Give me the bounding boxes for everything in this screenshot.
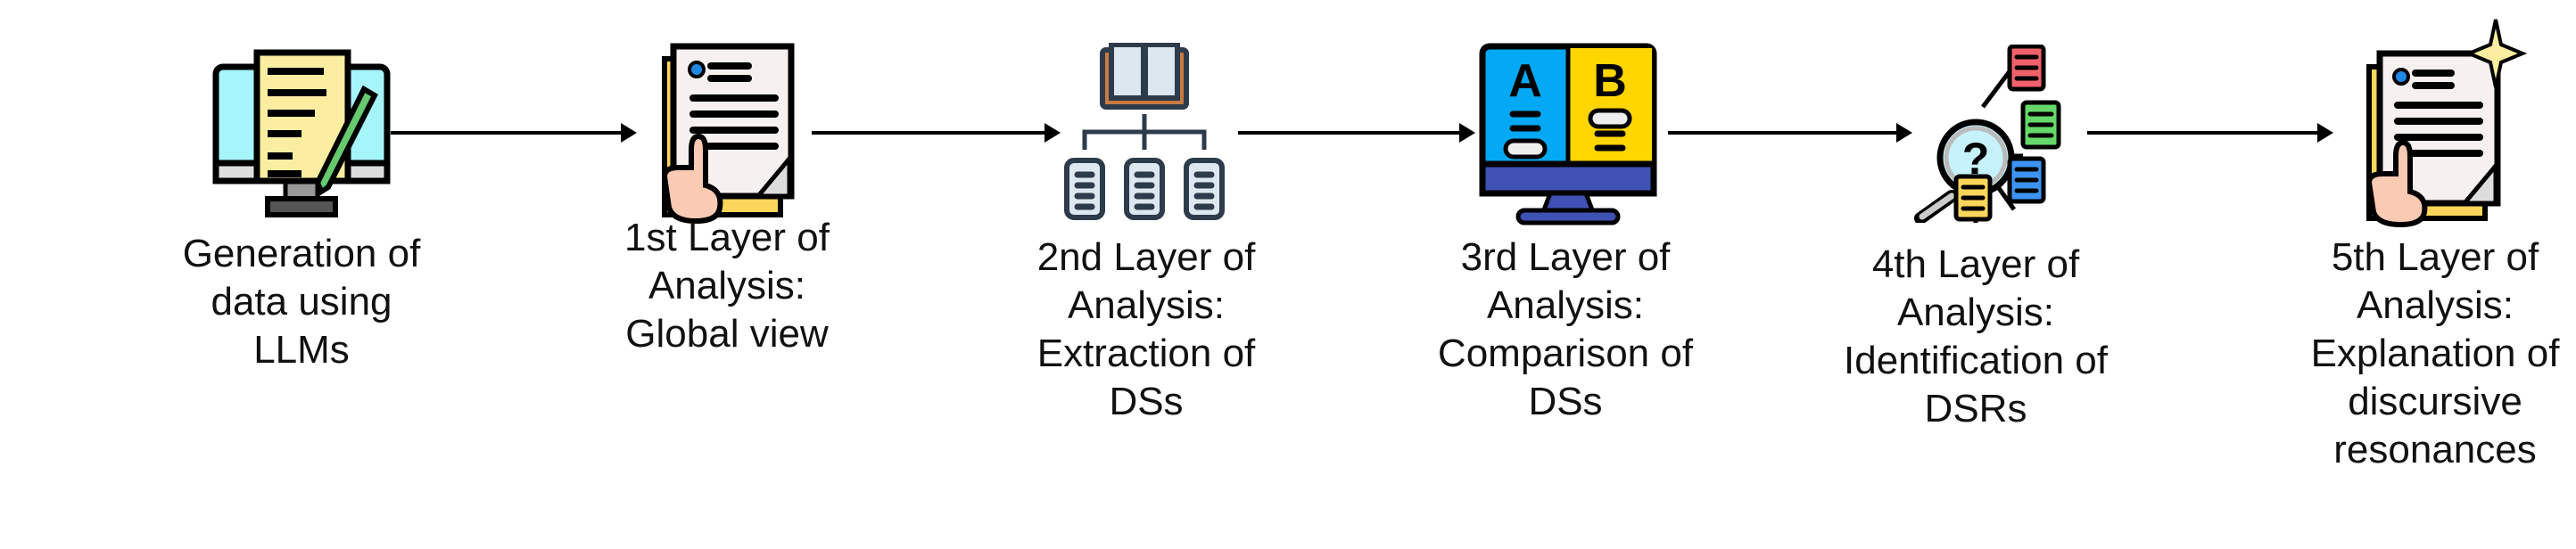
label-line: DSs xyxy=(1109,380,1184,423)
computer-edit-icon xyxy=(212,49,391,217)
label-line: Analysis: xyxy=(2356,283,2514,327)
document-touch-icon xyxy=(661,43,795,225)
document-sparkle-icon xyxy=(2365,19,2528,227)
flow-arrow-3 xyxy=(1238,123,1475,143)
label-line: resonances xyxy=(2333,428,2537,471)
label-line: data using xyxy=(211,280,392,324)
letter-a: A xyxy=(1508,55,1542,107)
flow-arrow-5 xyxy=(2087,123,2333,143)
label-line: LLMs xyxy=(253,328,350,372)
label-line: Global view xyxy=(625,312,829,356)
label-line: Analysis: xyxy=(1067,283,1226,327)
label-line: 3rd Layer of xyxy=(1460,235,1671,279)
step-label-layer-1: 1st Layer of Analysis: Global view xyxy=(575,214,879,358)
label-line: 5th Layer of xyxy=(2331,235,2539,279)
label-line: 2nd Layer of xyxy=(1036,235,1256,279)
step-label-layer-5: 5th Layer of Analysis: Explanation of di… xyxy=(2283,234,2576,474)
label-line: DSs xyxy=(1528,380,1603,423)
label-line: Analysis: xyxy=(1486,283,1645,327)
ab-comparison-monitor-icon: A B xyxy=(1479,43,1657,225)
step-label-layer-4: 4th Layer of Analysis: Identification of… xyxy=(1824,241,2127,433)
magnifier-network-icon: ? xyxy=(1914,45,2061,223)
label-line: DSRs xyxy=(1924,387,2027,430)
label-line: Extraction of xyxy=(1036,332,1256,375)
step-label-layer-2: 2nd Layer of Analysis: Extraction of DSs xyxy=(995,234,1298,426)
label-line: discursive xyxy=(2348,380,2522,423)
step-label-generation: Generation of data using LLMs xyxy=(150,230,453,374)
flow-arrow-4 xyxy=(1668,123,1912,143)
step-label-layer-3: 3rd Layer of Analysis: Comparison of DSs xyxy=(1414,234,1717,426)
letter-b: B xyxy=(1593,55,1627,107)
label-line: 1st Layer of xyxy=(624,216,830,259)
label-line: Identification of xyxy=(1844,339,2108,382)
label-line: Comparison of xyxy=(1437,332,1694,375)
label-line: Analysis: xyxy=(1896,291,2055,334)
book-hierarchy-icon xyxy=(1064,43,1225,220)
label-line: Generation of xyxy=(182,232,421,275)
label-line: Explanation of xyxy=(2310,332,2560,375)
label-line: 4th Layer of xyxy=(1871,242,2080,286)
flow-arrow-2 xyxy=(812,123,1061,143)
flow-arrow-1 xyxy=(391,123,637,143)
label-line: Analysis: xyxy=(648,264,806,307)
